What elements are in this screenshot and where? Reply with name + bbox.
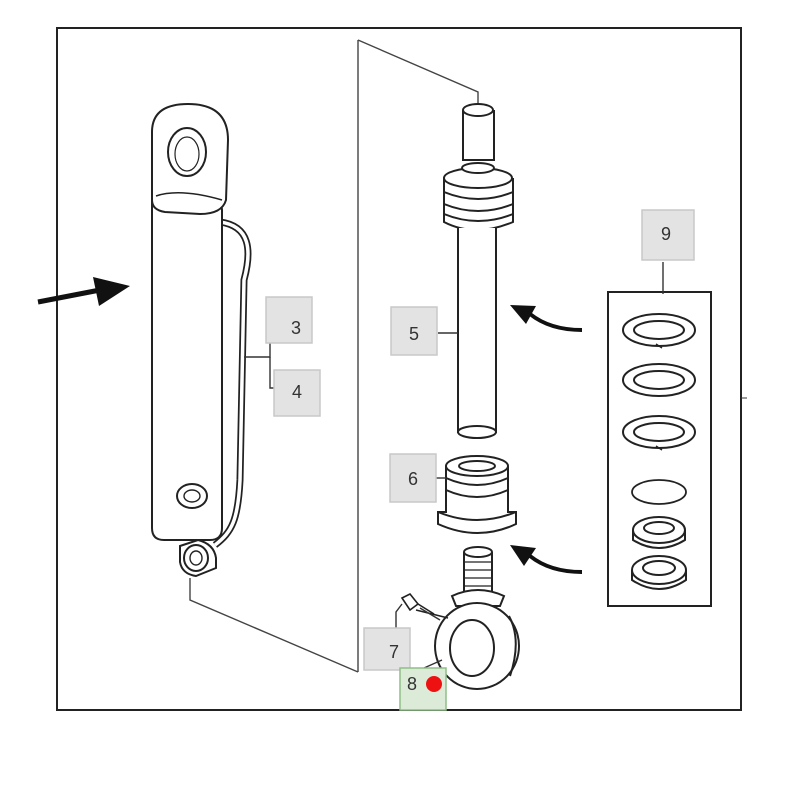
callout-8-text: 8 [407,674,417,694]
callout-leaders [395,332,458,669]
gland-seal[interactable] [437,455,517,534]
callout-3-text: 3 [291,318,301,338]
callout-6-text: 6 [408,469,418,489]
callout-4[interactable]: 4 [273,369,321,417]
arrow-icon [37,277,130,306]
arrow-head [510,545,536,566]
seal-kit[interactable] [622,313,696,590]
piston-rod[interactable] [443,103,514,439]
eye-hole-inner [174,136,200,172]
callout-7[interactable]: 7 [363,627,411,671]
callout-4-text: 4 [292,382,302,402]
grease-nipple[interactable] [400,592,449,619]
callout-6[interactable]: 6 [389,453,437,503]
selected-marker-icon [426,676,442,692]
arrow-head [510,305,536,324]
rod-end-eye[interactable] [434,546,520,690]
callout-9[interactable]: 9 [641,209,695,261]
diagram-frame [56,27,742,711]
arrow-icon [528,554,583,574]
callout-5[interactable]: 5 [390,306,438,356]
callout-3[interactable]: 3 [265,296,313,344]
exploded-plane [189,39,479,673]
arrow-icon [528,312,583,332]
callout-5-text: 5 [409,324,419,344]
callout-9-text: 9 [661,224,671,244]
cylinder-assembly[interactable] [151,102,252,578]
callout-7-text: 7 [389,642,399,662]
callout-8[interactable]: 8 [399,667,447,711]
